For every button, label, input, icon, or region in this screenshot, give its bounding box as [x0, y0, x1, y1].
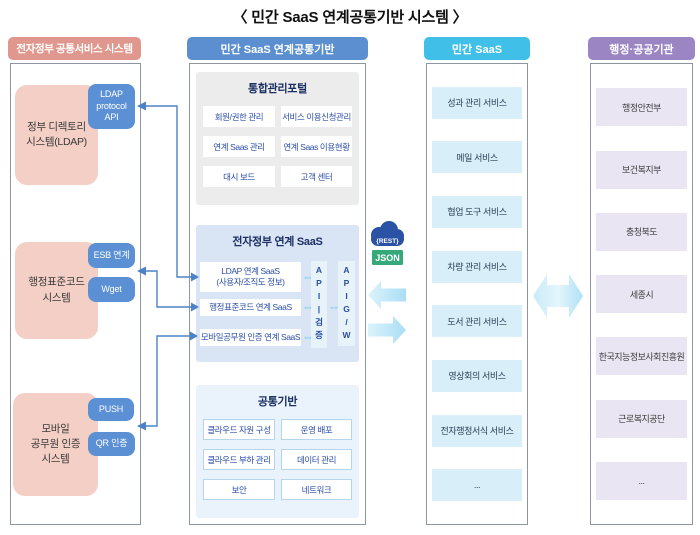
egov-saas-item-mobile-auth: 모바일공무원 인증 연계 SaaS	[200, 329, 301, 346]
column-header-private-saas: 민간 SaaS	[424, 37, 530, 60]
rest-label: {REST}	[376, 238, 399, 245]
arrow-double-icon	[533, 274, 583, 318]
common-item-data-mgmt: 데이터 관리	[281, 449, 352, 470]
column-header-agencies: 행정·공공기관	[588, 37, 695, 60]
agency-nia: 한국지능정보사회진흥원	[596, 337, 687, 376]
common-item-security: 보안	[203, 479, 275, 500]
panel-egov-linked-saas: 전자정부 연계 SaaS LDAP 연계 SaaS (사용자/조직도 정보) 행…	[196, 225, 359, 362]
common-item-cloud-resource: 클라우드 자원 구성	[203, 419, 275, 440]
portal-item-service-request: 서비스 이용신청관리	[281, 106, 352, 127]
agency-sejong: 세종시	[596, 275, 687, 313]
common-item-ops-deploy: 운영 배포	[281, 419, 352, 440]
agencies-container: 행정안전부 보건복지부 충청북도 세종시 한국지능정보사회진흥원 근로복지공단 …	[590, 63, 693, 525]
api-validation-box: A P I | 검 증	[311, 261, 327, 348]
system-admin-standard-code: 행정표준코드 시스템	[15, 242, 98, 339]
portal-item-dashboard: 대시 보드	[203, 166, 275, 187]
saas-service-vehicle: 차량 관리 서비스	[432, 250, 522, 283]
private-saas-container: 성과 관리 서비스 메일 서비스 협업 도구 서비스 차량 관리 서비스 도서 …	[426, 63, 528, 525]
badge-wget: Wget	[88, 277, 135, 302]
agency-more: ...	[596, 461, 687, 500]
agency-chungbuk: 충청북도	[596, 212, 687, 251]
portal-item-saas-mgmt: 연계 Saas 관리	[203, 136, 275, 157]
common-base-grid: 클라우드 자원 구성 운영 배포 클라우드 부하 관리 데이터 관리 보안 네트…	[196, 409, 359, 500]
portal-item-saas-usage: 연계 Saas 이용현황	[281, 136, 352, 157]
agency-mohw: 보건복지부	[596, 150, 687, 189]
panel-integrated-portal: 통합관리포털 회원/권한 관리 서비스 이용신청관리 연계 Saas 관리 연계…	[196, 72, 359, 205]
agency-comwel: 근로복지공단	[596, 399, 687, 438]
connector-ldap	[145, 105, 192, 427]
column-header-egov-services: 전자정부 공통서비스 시스템	[8, 37, 141, 60]
rest-json-icon: {REST} JSON	[371, 221, 404, 265]
badge-ldap-protocol-api: LDAP protocol API	[88, 84, 135, 129]
page-title: 〈 민간 SaaS 연계공통기반 시스템 〉	[232, 9, 468, 26]
cloud-icon	[371, 221, 404, 246]
system-mobile-official-auth: 모바일 공무원 인증 시스템	[13, 393, 98, 496]
json-badge	[372, 250, 403, 265]
saas-service-collab: 협업 도구 서비스	[432, 195, 522, 228]
saas-service-mail: 메일 서비스	[432, 141, 522, 174]
arrow-left-icon	[368, 281, 406, 309]
common-item-network: 네트워크	[281, 479, 352, 500]
portal-title: 통합관리포털	[248, 83, 307, 95]
saas-service-more: ...	[432, 469, 522, 502]
portal-item-customer-center: 고객 센터	[281, 166, 352, 187]
saas-service-eforms: 전자행정서식 서비스	[432, 414, 522, 447]
system-ldap-directory: 정부 디렉토리 시스템(LDAP)	[15, 85, 98, 185]
saas-service-performance: 성과 관리 서비스	[432, 86, 522, 119]
link-arrow-icon: ⇔	[328, 300, 340, 314]
portal-grid: 회원/권한 관리 서비스 이용신청관리 연계 Saas 관리 연계 Saas 이…	[196, 96, 359, 187]
json-label: JSON	[375, 253, 400, 263]
badge-push: PUSH	[88, 398, 134, 421]
egov-saas-item-ldap: LDAP 연계 SaaS (사용자/조직도 정보)	[200, 262, 301, 292]
panel-common-base: 공통기반 클라우드 자원 구성 운영 배포 클라우드 부하 관리 데이터 관리 …	[196, 385, 359, 518]
column-header-platform: 민간 SaaS 연계공통기반	[187, 37, 368, 60]
arrow-right-icon	[368, 316, 406, 344]
badge-qr-auth: QR 인증	[88, 432, 135, 456]
common-base-title: 공통기반	[257, 396, 298, 408]
egov-saas-item-code: 행정표준코드 연계 SaaS	[200, 299, 301, 316]
api-gateway-box: A P I G / W	[338, 261, 355, 346]
portal-item-member-mgmt: 회원/권한 관리	[203, 106, 275, 127]
common-item-cloud-load: 클라우드 부하 관리	[203, 449, 275, 470]
badge-esb-link: ESB 연계	[88, 243, 135, 268]
saas-service-video: 영상회의 서비스	[432, 359, 522, 392]
egov-saas-title: 전자정부 연계 SaaS	[232, 236, 323, 248]
agency-mois: 행정안전부	[596, 88, 687, 127]
saas-service-library: 도서 관리 서비스	[432, 305, 522, 338]
